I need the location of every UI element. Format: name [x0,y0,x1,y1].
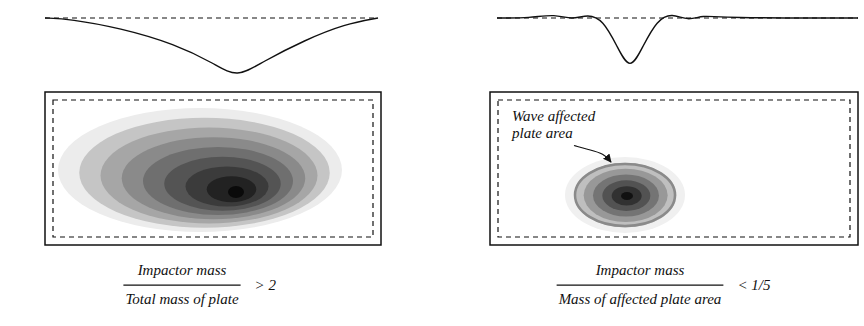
deflection-contour [602,180,650,211]
deflection-contour [228,186,244,198]
plate-support [53,100,373,237]
fraction-term: Impactor mass [596,262,685,279]
deflection-contour [584,169,668,222]
callout-label: Wave affected plate area [512,108,624,143]
deflection-contour [593,175,659,217]
plate-outline [490,92,858,245]
deflection-contour [207,176,257,202]
fraction-term: Total mass of plate [125,291,238,308]
wave-curve [497,15,858,63]
fraction-bar [123,285,240,286]
deflection-contour [612,186,642,205]
deflection-contour [565,157,685,233]
plate-outline [45,92,381,245]
deflection-contour [143,147,293,215]
deflection-contour [122,137,306,219]
deflection-contour [101,128,318,224]
deflection-contour [58,108,342,232]
ratio-bound: > 2 [255,277,276,294]
ratio-bound: < 1/5 [737,277,770,294]
leader-arrow [574,146,611,163]
deflection-contour [574,163,676,228]
fraction-bar [557,285,724,286]
wave-front [575,164,675,226]
deflection-contour [186,167,269,207]
deflection-contour [79,118,330,228]
fraction-term: Mass of affected plate area [559,291,722,308]
reference-line [45,17,378,18]
deflection-contour [621,192,633,200]
fraction-term: Impactor mass [138,262,227,279]
deflection-contour [164,157,281,211]
deflection-curve [45,18,378,73]
plate-support [498,100,850,237]
